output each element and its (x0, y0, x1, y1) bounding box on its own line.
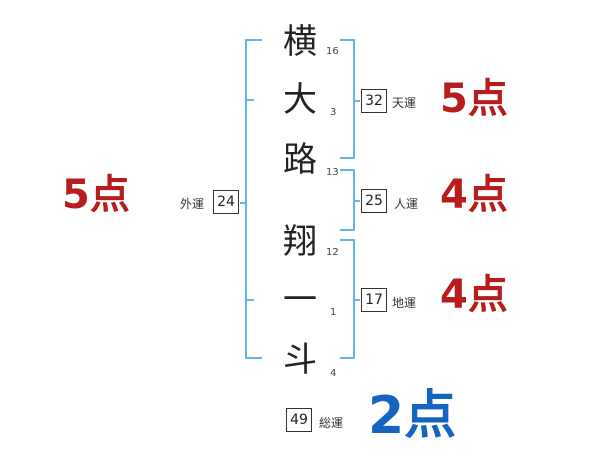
tenun-value: 32 (361, 89, 387, 113)
souun-label: 総運 (319, 416, 344, 430)
name-char-1: 横 (283, 22, 317, 62)
name-char-2: 大 (283, 80, 317, 120)
jinun-score: 4点 (440, 172, 508, 218)
jinun-label: 人運 (394, 197, 419, 211)
chiun-value: 17 (361, 288, 387, 312)
chiun-bracket (340, 239, 355, 359)
stroke-count-5: 1 (330, 307, 337, 318)
stroke-count-3: 13 (326, 167, 339, 178)
stroke-count-6: 4 (330, 368, 337, 379)
chiun-label: 地運 (392, 296, 417, 310)
name-char-5: 一 (283, 280, 317, 320)
tenun-label: 天運 (392, 96, 417, 110)
gaiun-score: 5点 (62, 172, 130, 218)
name-char-6: 斗 (283, 340, 317, 380)
stroke-count-2: 3 (330, 107, 337, 118)
gaiun-label: 外運 (180, 197, 205, 211)
name-char-4: 翔 (283, 222, 317, 262)
souun-value: 49 (286, 408, 312, 432)
name-char-3: 路 (283, 140, 317, 180)
souun-score: 2点 (368, 386, 457, 446)
stroke-count-1: 16 (326, 46, 339, 57)
jinun-bracket (340, 169, 355, 231)
tenun-score: 5点 (440, 76, 508, 122)
gaiun-value: 24 (213, 190, 239, 214)
stroke-count-4: 12 (326, 247, 339, 258)
jinun-value: 25 (361, 189, 387, 213)
tenun-bracket (340, 39, 355, 159)
outer-bracket (245, 39, 262, 359)
chiun-score: 4点 (440, 272, 508, 318)
